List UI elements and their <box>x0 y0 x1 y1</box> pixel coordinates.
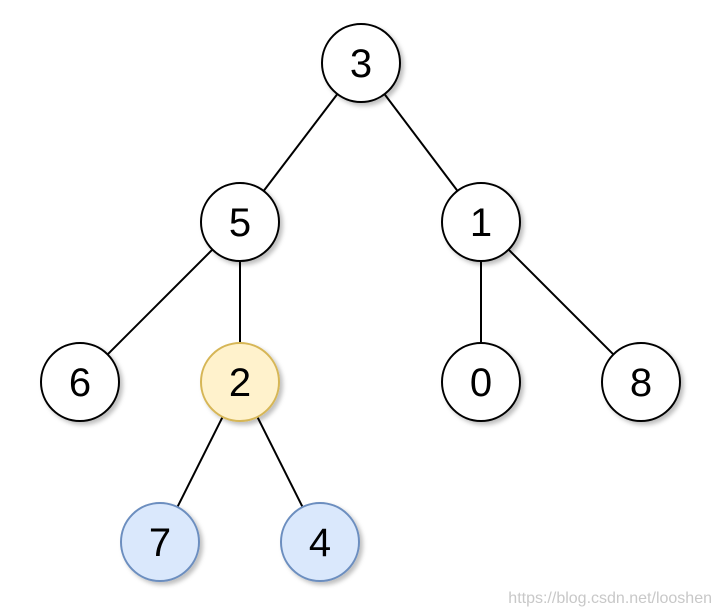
node-circle <box>321 23 401 103</box>
node-label: 4 <box>309 521 331 565</box>
edge-2-4 <box>256 416 304 508</box>
tree-node-2: 2 <box>200 342 280 422</box>
tree-node-6: 6 <box>40 342 120 422</box>
node-circle <box>200 182 280 262</box>
tree-node-8: 8 <box>601 342 681 422</box>
node-circle <box>280 502 360 582</box>
node-circle <box>40 342 120 422</box>
node-label: 7 <box>149 521 171 565</box>
node-circle <box>200 342 280 422</box>
watermark-text: https://blog.csdn.net/looshen <box>508 590 712 607</box>
edge-1-8 <box>507 248 615 356</box>
tree-node-5: 5 <box>200 182 280 262</box>
node-circle <box>601 342 681 422</box>
node-circle <box>120 502 200 582</box>
edge-5-6 <box>106 248 214 356</box>
edge-2-7 <box>176 416 224 508</box>
tree-nodes: 3 5 1 6 2 0 8 7 4 <box>40 23 681 582</box>
edge-3-5 <box>262 93 339 192</box>
node-circle <box>441 342 521 422</box>
tree-node-4: 4 <box>280 502 360 582</box>
tree-node-0: 0 <box>441 342 521 422</box>
node-label: 3 <box>350 42 372 86</box>
tree-node-7: 7 <box>120 502 200 582</box>
tree-node-1: 1 <box>441 182 521 262</box>
tree-node-3: 3 <box>321 23 401 103</box>
node-circle <box>441 182 521 262</box>
node-label: 0 <box>470 361 492 405</box>
node-label: 5 <box>229 201 251 245</box>
node-label: 1 <box>470 201 492 245</box>
edge-3-1 <box>383 93 459 192</box>
tree-edges <box>106 93 615 508</box>
node-label: 8 <box>630 361 652 405</box>
node-label: 2 <box>229 361 251 405</box>
node-label: 6 <box>69 361 91 405</box>
